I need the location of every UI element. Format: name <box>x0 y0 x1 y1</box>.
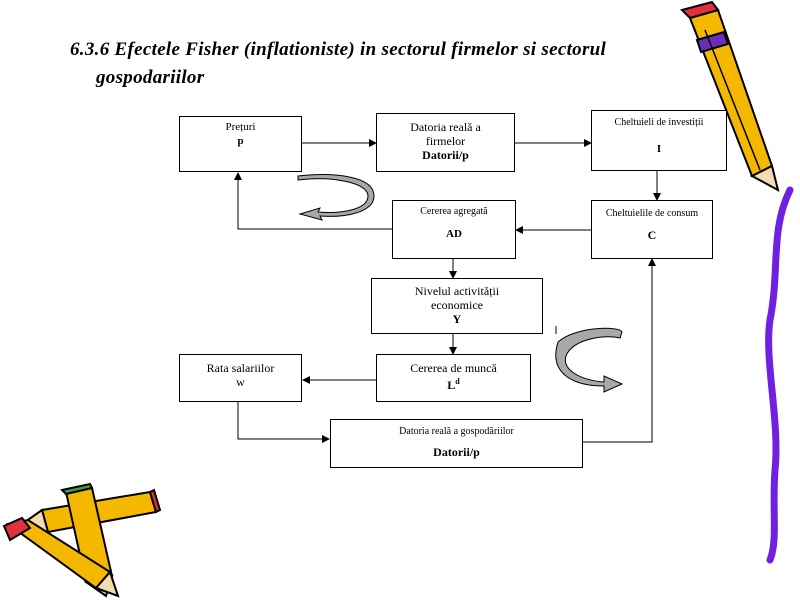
title-line-2: gospodariilor <box>96 67 205 88</box>
node-nivelul-activitatii: Nivelul activității economice Y <box>371 278 543 334</box>
node-cheltuieli-consum-symbol: C <box>647 228 657 242</box>
arrow-rata-salariilor-to-datoria-gospodariilor <box>237 402 330 443</box>
node-cererea-munca-symbol: L <box>447 378 456 392</box>
pencils-bottom-left-icon <box>2 482 162 598</box>
node-datoria-gospodariilor-label: Datoria reală a gospodăriilor <box>399 426 514 437</box>
pencil-top-right-icon <box>680 0 780 192</box>
node-rata-salariilor: Rata salariilor w <box>179 354 302 402</box>
node-cheltuieli-investitii-symbol: I <box>656 143 662 155</box>
loop-arrow-upper <box>297 174 375 221</box>
node-preturi-symbol: p <box>237 135 244 147</box>
node-rata-salariilor-symbol: w <box>236 375 245 389</box>
node-cheltuieli-consum-label: Cheltuielile de consum <box>605 208 699 219</box>
arrow-datoria-gospodariilor-to-consum <box>583 258 656 443</box>
node-datoria-firmelor: Datoria reală a firmelor Datorii/p <box>376 113 515 172</box>
node-cererea-agregata: Cererea agregată AD <box>392 200 516 259</box>
node-datoria-gospodariilor: Datoria reală a gospodăriilor Datorii/p <box>330 419 583 468</box>
node-rata-salariilor-label: Rata salariilor <box>206 361 275 375</box>
node-cererea-agregata-label: Cererea agregată <box>420 206 488 217</box>
node-cererea-munca-superscript: d <box>455 377 460 386</box>
node-nivelul-activitatii-label-1: Nivelul activității <box>414 284 500 298</box>
loop-arrow-lower <box>555 327 624 393</box>
title-line-1: 6.3.6 Efectele Fisher (inflationiste) in… <box>70 39 607 60</box>
node-cheltuieli-investitii-label: Cheltuieli de investiții <box>614 117 704 128</box>
node-datoria-gospodariilor-symbol: Datorii/p <box>433 445 480 459</box>
node-datoria-firmelor-label-1: Datoria reală a <box>410 120 481 134</box>
node-datoria-firmelor-label-2: firmelor <box>425 134 466 148</box>
node-datoria-firmelor-symbol: Datorii/p <box>422 148 469 162</box>
node-cererea-munca-label: Cererea de muncă <box>410 361 497 375</box>
node-cererea-agregata-symbol: AD <box>446 228 462 240</box>
slide-title: 6.3.6 Efectele Fisher (inflationiste) in… <box>70 36 710 92</box>
node-cheltuieli-investitii: Cheltuieli de investiții I <box>591 110 727 171</box>
node-preturi: Prețuri p <box>179 116 302 172</box>
node-cererea-munca: Cererea de muncă Ld <box>376 354 531 402</box>
node-preturi-label: Prețuri <box>225 121 256 133</box>
decorative-purple-stroke <box>765 186 794 564</box>
node-cheltuieli-consum: Cheltuielile de consum C <box>591 200 713 259</box>
arrow-cererea-agregata-to-preturi <box>234 172 392 230</box>
node-nivelul-activitatii-label-2: economice <box>431 298 483 312</box>
node-nivelul-activitatii-symbol: Y <box>452 312 462 326</box>
